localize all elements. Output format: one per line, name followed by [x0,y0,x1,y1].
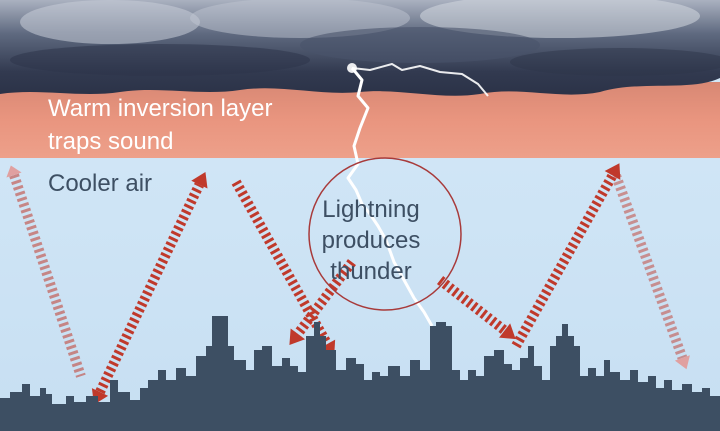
lightning-label: Lightning produces thunder [306,194,436,287]
city-skyline-icon [0,316,720,431]
sound-wave-arrow-icon [609,168,690,370]
lightning-label-line-1: Lightning [322,196,420,223]
warm-inversion-layer [0,82,720,158]
inversion-label-line-1: Warm inversion layer [48,95,273,122]
lightning-highlight-circle [308,157,462,311]
sound-wave-paths [6,163,690,405]
inversion-layer-label: Warm inversion layer traps sound [48,92,273,158]
storm-cloud-icon [0,0,720,96]
cooler-air-label: Cooler air [48,170,153,197]
lightning-label-line-3: thunder [330,258,412,285]
lightning-bolt-icon [346,63,489,327]
sound-wave-arrow-icon [436,276,516,340]
lightning-label-line-2: produces [321,227,421,254]
sound-wave-arrow-icon [6,165,86,378]
inversion-label-line-2: traps sound [48,128,174,155]
sound-wave-arrow-icon [289,258,356,346]
